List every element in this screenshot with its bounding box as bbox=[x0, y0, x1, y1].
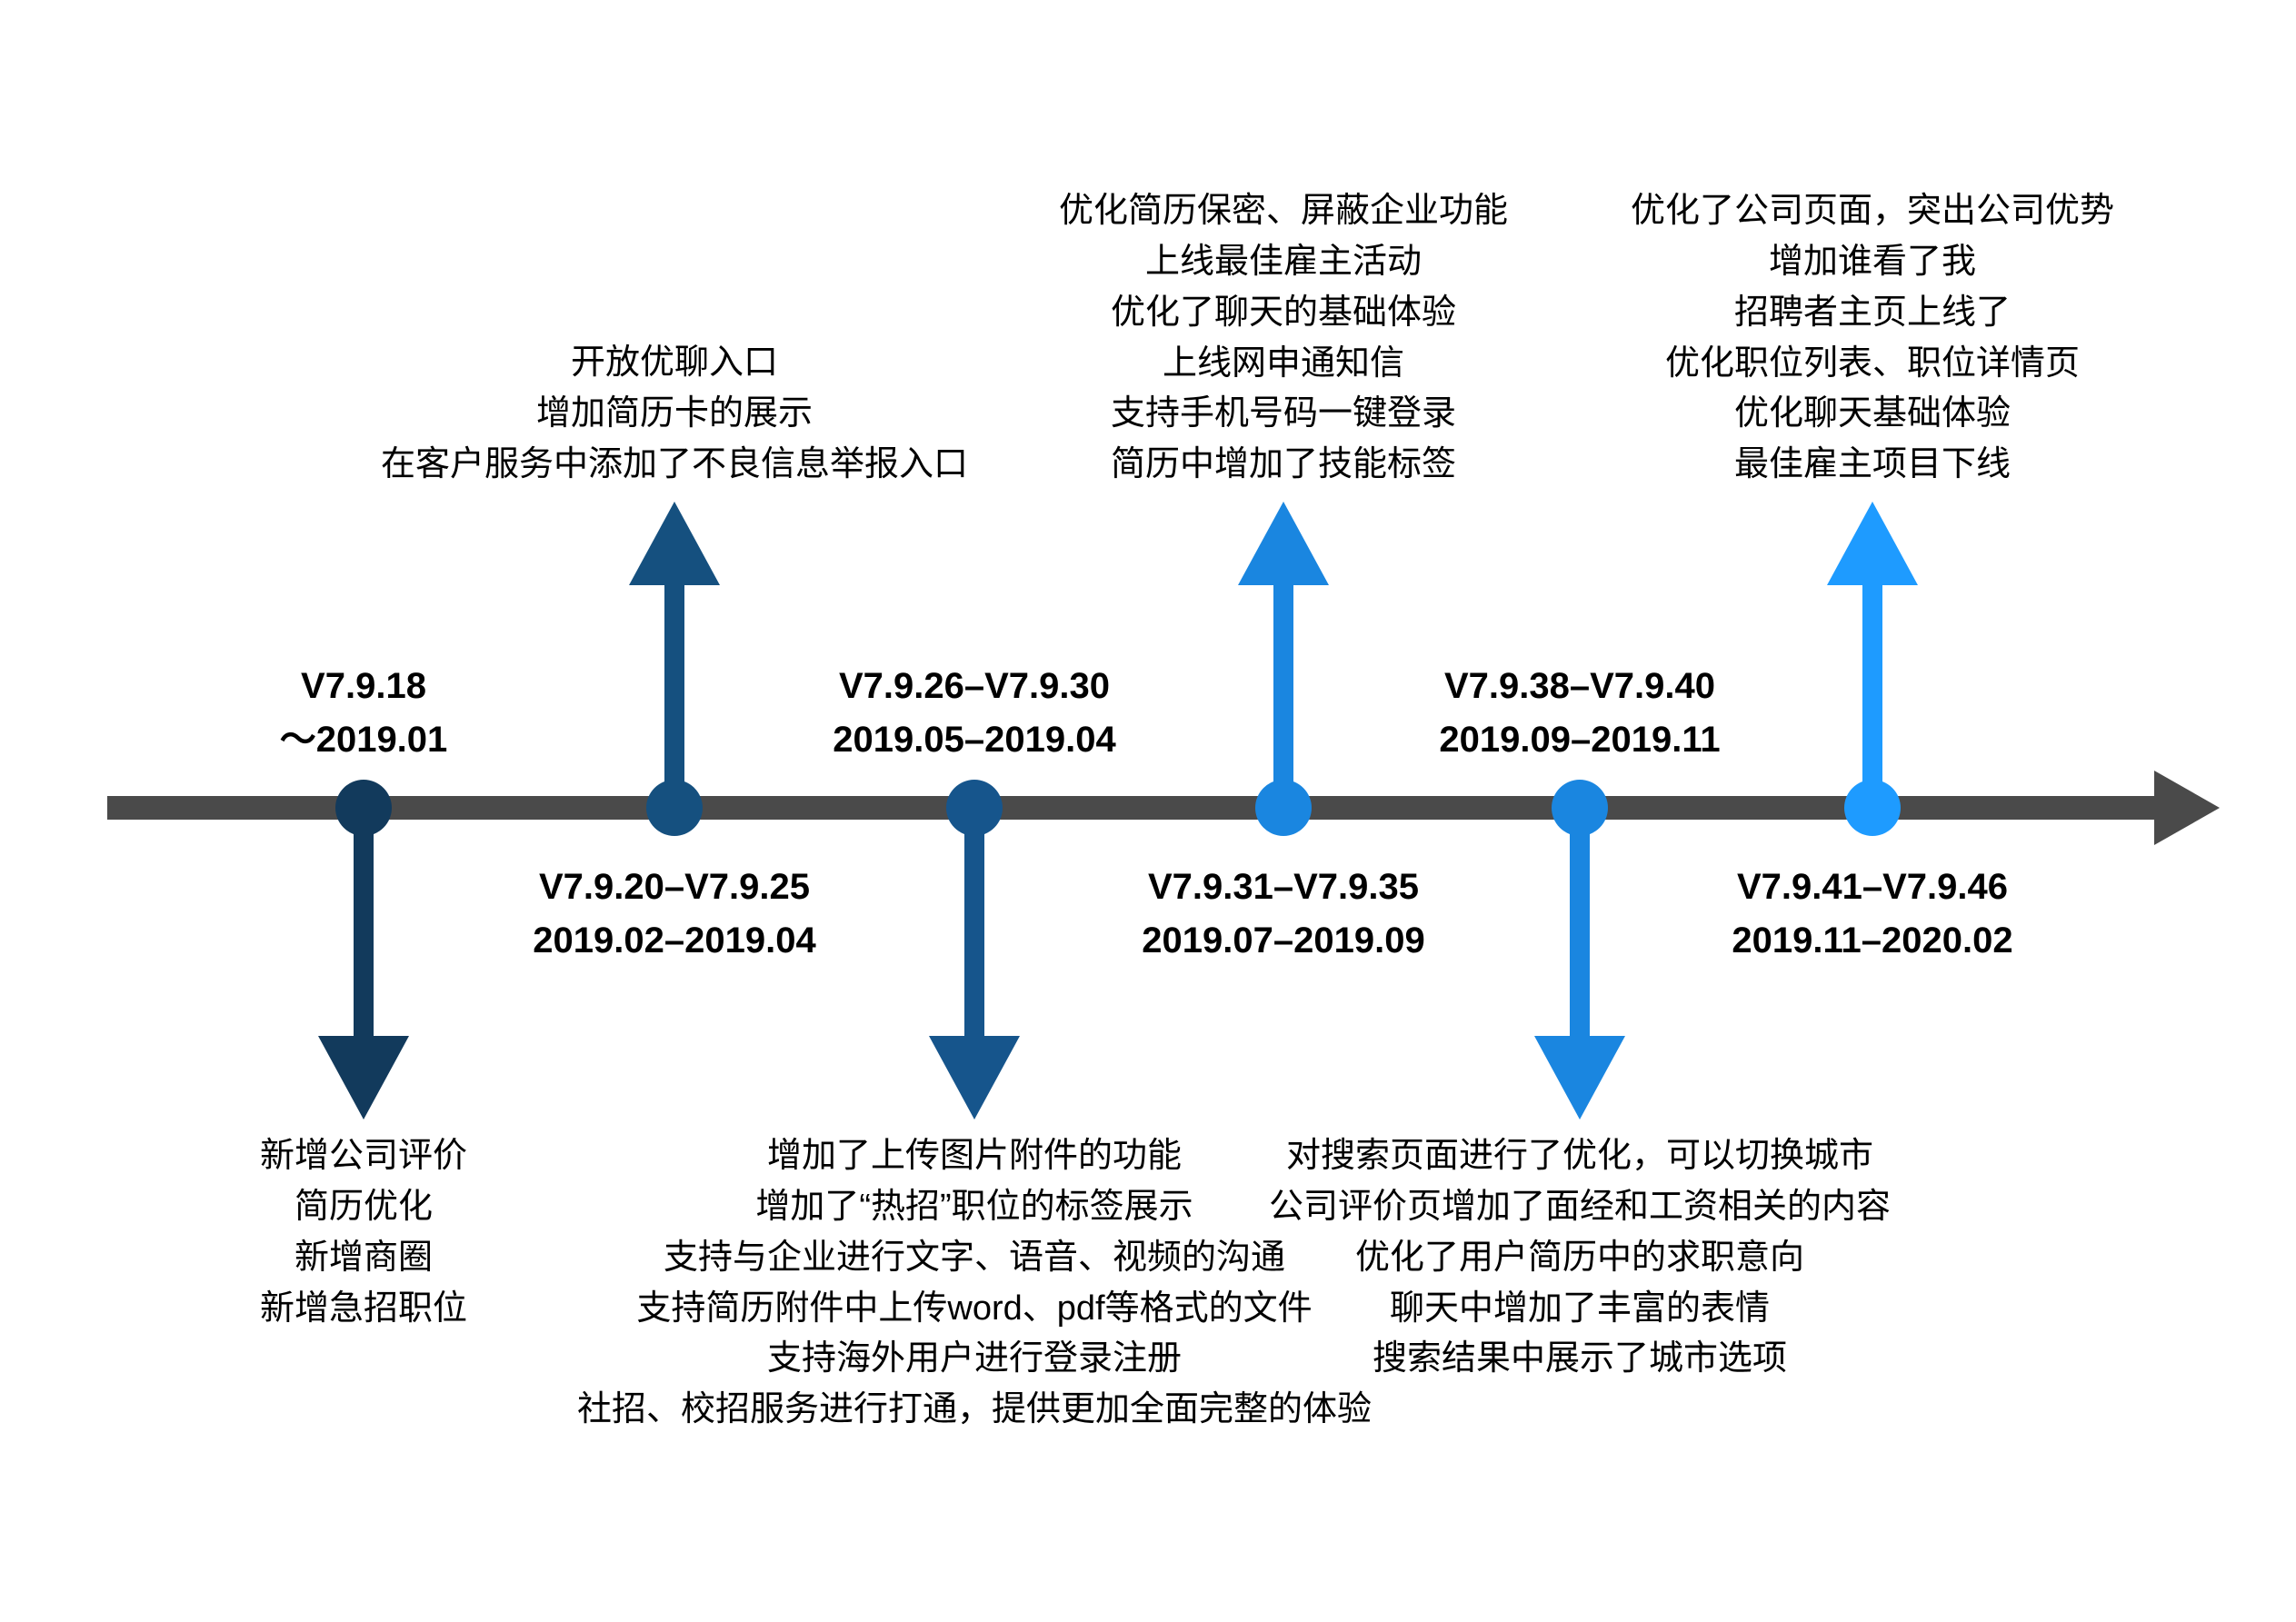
description-line: 最佳雇主项目下线 bbox=[1733, 445, 2011, 484]
version-text: V7.9.41–V7.9.46 bbox=[1736, 867, 2009, 907]
description-line: 公司评价页增加了面经和工资相关的内容 bbox=[1268, 1187, 1892, 1226]
period-text: 2019.09–2019.11 bbox=[1439, 720, 1721, 761]
timeline-axis-line bbox=[107, 796, 2169, 820]
description-line: 招聘者主页上线了 bbox=[1733, 293, 2011, 332]
period-text: 2019.11–2020.02 bbox=[1732, 920, 2013, 961]
milestone-description-m1: 新增公司评价简历优化新增商圈新增急招职位 bbox=[260, 1131, 467, 1334]
timeline-axis-arrowhead-icon bbox=[2154, 771, 2220, 845]
description-line: 优化了聊天的基础体验 bbox=[1110, 293, 1457, 332]
description-line: 聊天中增加了丰富的表情 bbox=[1389, 1289, 1771, 1328]
description-line: 新增公司评价 bbox=[259, 1137, 468, 1175]
version-text: V7.9.31–V7.9.35 bbox=[1147, 867, 1420, 907]
description-line: 优化了用户简历中的求职意向 bbox=[1354, 1238, 1805, 1277]
description-line: 新增急招职位 bbox=[259, 1289, 468, 1328]
description-line: 搜索结果中展示了城市选项 bbox=[1372, 1339, 1788, 1378]
milestone-version-label-m5: V7.9.38–V7.9.40 2019.09–2019.11 bbox=[1439, 660, 1720, 767]
description-line: 简历优化 bbox=[294, 1187, 434, 1226]
milestone-arrowhead-icon-m4 bbox=[1238, 502, 1329, 585]
description-line: 社招、校招服务进行打通，提供更加全面完整的体验 bbox=[576, 1390, 1373, 1429]
description-line: 增加谁看了我 bbox=[1768, 242, 1977, 281]
milestone-version-label-m1: V7.9.18 ～2019.01 bbox=[280, 660, 448, 767]
description-line: 增加简历卡的展示 bbox=[535, 393, 814, 433]
milestone-description-m5: 对搜索页面进行了优化，可以切换城市公司评价页增加了面经和工资相关的内容优化了用户… bbox=[1269, 1131, 1891, 1385]
milestone-arrowhead-icon-m1 bbox=[318, 1036, 409, 1119]
description-line: 支持海外用户进行登录注册 bbox=[766, 1339, 1183, 1378]
milestone-version-label-m2: V7.9.20–V7.9.25 2019.02–2019.04 bbox=[533, 861, 815, 968]
milestone-arrowhead-icon-m6 bbox=[1827, 502, 1918, 585]
milestone-arrowhead-icon-m5 bbox=[1534, 1036, 1625, 1119]
milestone-version-label-m6: V7.9.41–V7.9.46 2019.11–2020.02 bbox=[1732, 861, 2012, 968]
version-text: V7.9.26–V7.9.30 bbox=[838, 666, 1111, 706]
milestone-description-m6: 优化了公司页面，突出公司优势增加谁看了我招聘者主页上线了优化职位列表、职位详情页… bbox=[1631, 186, 2114, 491]
description-line: 支持与企业进行文字、语音、视频的沟通 bbox=[663, 1238, 1286, 1277]
milestone-description-m4: 优化简历保密、屏蔽企业功能上线最佳雇主活动优化了聊天的基础体验上线网申通知信支持… bbox=[1059, 186, 1508, 491]
milestone-connector-m5 bbox=[1570, 800, 1590, 1036]
period-text: 2019.02–2019.04 bbox=[533, 920, 816, 961]
milestone-connector-m1 bbox=[354, 800, 374, 1036]
milestone-version-label-m4: V7.9.31–V7.9.35 2019.07–2019.09 bbox=[1142, 861, 1424, 968]
description-line: 开放优聊入口 bbox=[570, 343, 779, 382]
description-line: 上线最佳雇主活动 bbox=[1144, 242, 1423, 281]
milestone-connector-m3 bbox=[964, 800, 984, 1036]
description-line: 优化聊天基础体验 bbox=[1733, 394, 2011, 433]
milestone-arrowhead-icon-m2 bbox=[629, 502, 720, 585]
description-line: 优化简历保密、屏蔽企业功能 bbox=[1058, 192, 1509, 230]
description-line: 优化了公司页面，突出公司优势 bbox=[1630, 192, 2115, 230]
description-line: 支持手机号码一键登录 bbox=[1110, 394, 1457, 433]
milestone-connector-m6 bbox=[1862, 582, 1882, 818]
description-line: 对搜索页面进行了优化，可以切换城市 bbox=[1285, 1137, 1874, 1175]
milestone-connector-m4 bbox=[1273, 582, 1293, 818]
milestone-description-m3: 增加了上传图片附件的功能增加了“热招”职位的标签展示支持与企业进行文字、语音、视… bbox=[577, 1131, 1372, 1436]
description-line: 在客户服务中添加了不良信息举报入口 bbox=[380, 444, 969, 483]
version-text: V7.9.18 bbox=[301, 666, 426, 706]
milestone-connector-m2 bbox=[664, 582, 684, 818]
description-line: 新增商圈 bbox=[294, 1238, 434, 1277]
description-line: 上线网申通知信 bbox=[1162, 343, 1405, 383]
description-line: 简历中增加了技能标签 bbox=[1110, 445, 1457, 484]
milestone-description-m2: 开放优聊入口增加简历卡的展示在客户服务中添加了不良信息举报入口 bbox=[381, 338, 968, 491]
description-line: 优化职位列表、职位详情页 bbox=[1664, 343, 2081, 383]
description-line: 支持简历附件中上传word、pdf等格式的文件 bbox=[636, 1289, 1313, 1328]
milestone-arrowhead-icon-m3 bbox=[929, 1036, 1020, 1119]
version-text: V7.9.38–V7.9.40 bbox=[1443, 666, 1716, 706]
period-text: 2019.07–2019.09 bbox=[1142, 920, 1425, 961]
description-line: 增加了上传图片附件的功能 bbox=[766, 1137, 1183, 1175]
version-text: V7.9.20–V7.9.25 bbox=[538, 867, 811, 907]
period-text: 2019.05–2019.04 bbox=[833, 720, 1116, 761]
description-line: 增加了“热招”职位的标签展示 bbox=[755, 1187, 1193, 1226]
milestone-version-label-m3: V7.9.26–V7.9.30 2019.05–2019.04 bbox=[833, 660, 1115, 767]
period-text: ～2019.01 bbox=[279, 720, 448, 761]
